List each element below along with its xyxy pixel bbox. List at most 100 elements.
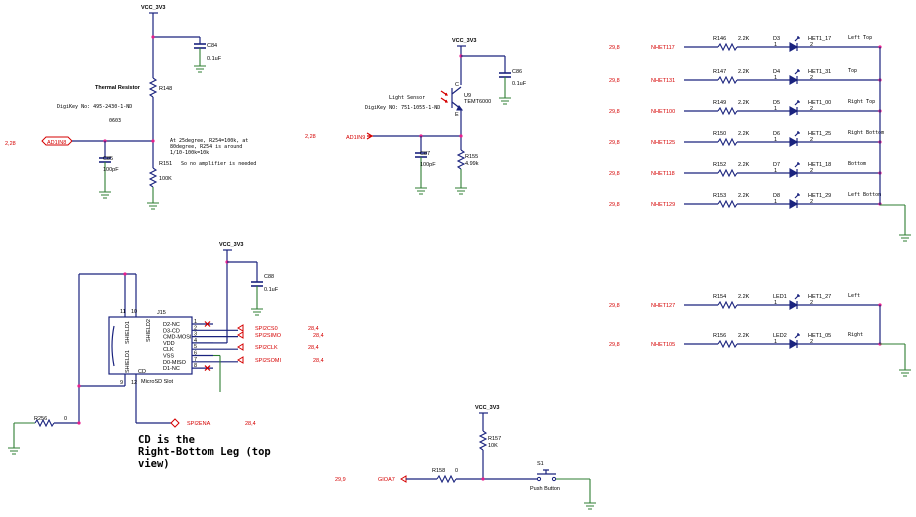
push-button-section: VCC_3V3 R157 10K 29,9 GIOA7 R158 0 S1 Pu… — [335, 405, 596, 510]
j15-pin-number: 1 — [194, 319, 197, 325]
led-row-resistor — [717, 199, 738, 209]
spi2ena-label[interactable]: SPI2ENA — [187, 421, 211, 427]
c84-value: 0.1uF — [207, 56, 222, 62]
spi2somi-label[interactable]: SPI2SOMI — [255, 358, 281, 364]
spi2simo-sheet: 28,4 — [313, 333, 324, 339]
ad1in8-label[interactable]: AD1IN8 — [47, 140, 66, 146]
led-row-pin1: 1 — [774, 75, 777, 81]
junction-dot — [459, 134, 463, 138]
j15-pin-label: CMD-MOSI — [163, 335, 192, 341]
cd-note-line-2: Right-Bottom Leg (top — [138, 446, 271, 458]
ad1in8-port[interactable] — [41, 136, 73, 146]
gioa7-port[interactable] — [400, 475, 407, 483]
r256-resistor — [34, 418, 55, 428]
push-button-actuator[interactable] — [537, 469, 556, 475]
led-row-net[interactable]: NHET125 — [651, 140, 675, 146]
light-emission-icon — [794, 162, 800, 168]
c84-ref: C84 — [207, 43, 217, 49]
led-row-net[interactable]: NHET117 — [651, 45, 675, 51]
led-diode-icon — [789, 339, 799, 349]
light-emission-icon — [794, 100, 800, 106]
spi2simo-port[interactable] — [237, 331, 244, 339]
led-row-net[interactable]: NHET118 — [651, 171, 675, 177]
spi2cs0-label[interactable]: SPI2CS0 — [255, 326, 278, 332]
r158-resistor — [436, 474, 457, 484]
led-row-position-label: Right — [848, 332, 863, 338]
thermal-digikey: DigiKey No: 495-2430-1-ND — [57, 104, 132, 110]
j15-pin-number: 7 — [194, 357, 197, 363]
led-row-net[interactable]: NHET129 — [651, 202, 675, 208]
led-row-net[interactable]: NHET127 — [651, 303, 675, 309]
led-row-sheet: 29,8 — [609, 202, 620, 208]
switch-contact — [536, 476, 542, 482]
led-row-net[interactable]: NHET105 — [651, 342, 675, 348]
light-emission-icon — [794, 193, 800, 199]
led-diode-icon — [789, 75, 799, 85]
led-row-position-label: Left Bottom — [848, 192, 881, 198]
u9-part: TEMT6000 — [464, 99, 491, 105]
led-row-res-ref: R152 — [713, 162, 726, 168]
led-row-net[interactable]: NHET100 — [651, 109, 675, 115]
spi2simo-label[interactable]: SPI2SIMO — [255, 333, 282, 339]
led-row-position-label: Top — [848, 68, 857, 74]
thermal-sheet-ref: 2,28 — [5, 141, 16, 147]
shield1-label: SHIELD1 — [125, 321, 131, 344]
led-row-pin1: 1 — [774, 106, 777, 112]
ground-icon — [899, 369, 911, 377]
cd-note-line-1: CD is the — [138, 434, 195, 446]
light-vcc-label: VCC_3V3 — [452, 38, 476, 44]
led-row-resistor — [717, 300, 738, 310]
led-diode-icon — [789, 137, 799, 147]
ground-icon — [99, 191, 111, 199]
led-row-het: HET1_17 — [808, 36, 831, 42]
cd-label: CD — [138, 369, 146, 375]
spi2somi-port[interactable] — [237, 356, 244, 364]
led-diode-icon — [789, 42, 799, 52]
r148-resistor — [148, 77, 158, 98]
light-emission-icon — [794, 131, 800, 137]
cd-note-line-3: view) — [138, 458, 170, 470]
r256-ref: R256 — [34, 416, 47, 422]
led-row-sheet: 29,8 — [609, 342, 620, 348]
led-row-res-value: 2.2K — [738, 162, 750, 168]
c88-ref: C88 — [264, 274, 274, 280]
spi2clk-label[interactable]: SPI2CLK — [255, 345, 278, 351]
led-row-pin2: 2 — [810, 75, 813, 81]
spi2clk-port[interactable] — [237, 343, 244, 351]
ad1in9-label[interactable]: AD1IN9 — [346, 135, 365, 141]
light-sensor-section: VCC_3V3 C86 0.1uF C E U9 TEMT6000 Light … — [305, 38, 527, 195]
led-row-pin2: 2 — [810, 137, 813, 143]
led-row-res-ref: R156 — [713, 333, 726, 339]
light-ray-icon — [440, 90, 448, 96]
led-row-res-ref: R147 — [713, 69, 726, 75]
s1-label: Push Button — [530, 486, 560, 492]
led-row-het: HET1_31 — [808, 69, 831, 75]
r155-ref: R155 — [465, 154, 478, 160]
led-row-diode-ref: LED1 — [773, 294, 787, 300]
led-row-res-value: 2.2K — [738, 36, 750, 42]
led-row-pin2: 2 — [810, 106, 813, 112]
thermal-vcc-label: VCC_3V3 — [141, 5, 165, 11]
gioa7-label[interactable]: GIOA7 — [378, 477, 395, 483]
r148-ref: R148 — [159, 86, 172, 92]
thermal-note-1: At 25degree, R254=100k, at — [170, 138, 248, 144]
led-row-sheet: 29,8 — [609, 45, 620, 51]
led-row-diode-ref: LED2 — [773, 333, 787, 339]
led-row-res-ref: R149 — [713, 100, 726, 106]
led-row-diode-ref: D8 — [773, 193, 780, 199]
led-row-position-label: Bottom — [848, 161, 866, 167]
thermal-section: VCC_3V3 C84 0.1uF R148 Thermal Resistor … — [5, 5, 256, 210]
thermal-package: 0603 — [109, 118, 121, 124]
led-diode-icon — [789, 106, 799, 116]
spi2cs0-port[interactable] — [237, 324, 244, 332]
spi2ena-port[interactable] — [170, 418, 180, 428]
led-row-resistor — [717, 339, 738, 349]
spi2clk-sheet: 28,4 — [308, 345, 319, 351]
led-row-position-label: Left — [848, 293, 860, 299]
led-row-net[interactable]: NHET131 — [651, 78, 675, 84]
led-row-resistor — [717, 42, 738, 52]
led-row-pin1: 1 — [774, 42, 777, 48]
led-diode-icon — [789, 168, 799, 178]
j15-pin-label: D3-CD — [163, 328, 180, 334]
